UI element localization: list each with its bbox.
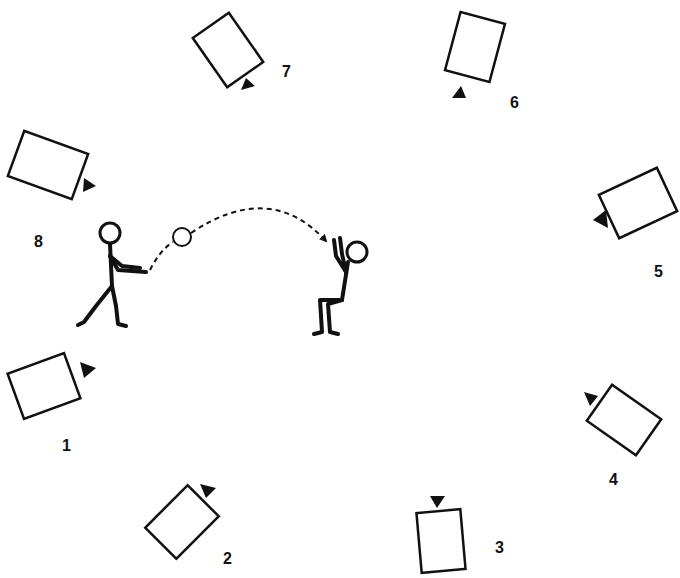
trajectory [150, 242, 173, 270]
camera [193, 13, 263, 87]
callout-number: 8 [34, 234, 43, 250]
ball [173, 228, 191, 246]
callout-number: 4 [609, 472, 618, 488]
callout-number: 5 [654, 264, 663, 280]
callout-number: 6 [510, 95, 519, 111]
catcher-figure [314, 238, 367, 334]
callout-number: 1 [62, 438, 71, 454]
callout-number: 7 [282, 64, 291, 80]
thrower-figure [78, 223, 146, 326]
camera [587, 385, 661, 455]
camera [445, 12, 505, 82]
callout-number: 3 [495, 540, 504, 556]
camera [8, 353, 81, 419]
camera [416, 509, 465, 573]
camera [8, 131, 88, 199]
camera-group [8, 12, 678, 573]
camera [599, 168, 677, 239]
trajectory [191, 208, 326, 241]
callout-number: 2 [223, 551, 232, 567]
